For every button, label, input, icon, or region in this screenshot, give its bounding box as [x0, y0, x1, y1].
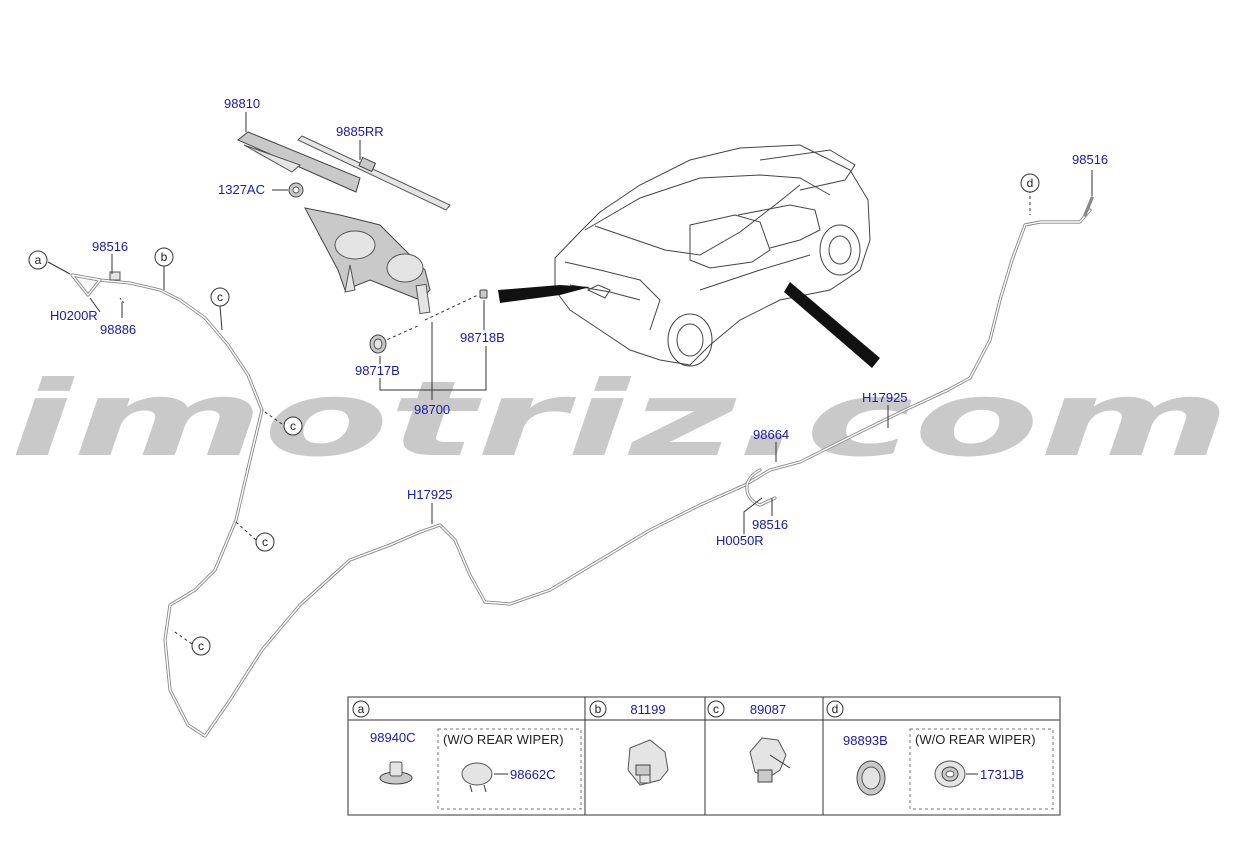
svg-text:c: c [198, 639, 204, 653]
legend-group-a: (W/O REAR WIPER) [443, 732, 564, 747]
wiper-blade [297, 135, 451, 211]
nut [288, 182, 304, 198]
clip-part-c [749, 737, 791, 783]
legend-part-98893B: 98893B [843, 733, 888, 748]
svg-text:a: a [358, 702, 365, 716]
label-nozzle-top: 98516 [1072, 152, 1108, 167]
label-nozzle-right: 98516 [752, 517, 788, 532]
cap-part [379, 761, 413, 785]
callout-c: c [191, 636, 211, 656]
callout-b: b [154, 247, 174, 267]
legend-group-d: (W/O REAR WIPER) [915, 732, 1036, 747]
svg-text:b: b [595, 702, 602, 716]
legend-part-98940C: 98940C [370, 730, 416, 745]
label-motor-cap: 98717B [355, 363, 400, 378]
label-wiper-blade: 9885RR [336, 124, 384, 139]
callout-a: a [28, 250, 48, 270]
label-hose-lower: H17925 [407, 487, 453, 502]
callout-c: c [255, 532, 275, 552]
svg-text:d: d [832, 702, 839, 716]
plug-part [934, 760, 966, 788]
svg-text:a: a [35, 253, 42, 267]
label-wiper-arm: 98810 [224, 96, 260, 111]
clip-part [627, 739, 669, 786]
label-connector-right: H0050R [716, 533, 764, 548]
callout-d: d [1020, 173, 1040, 193]
legend-col-a: a 98940C (W/O REAR WIPER) 98662C [352, 700, 582, 810]
label-hose-upper: H17925 [862, 390, 908, 405]
washer-hose [70, 196, 1094, 738]
label-nut: 1327AC [218, 182, 265, 197]
label-nozzle-left: 98516 [92, 239, 128, 254]
motor-cover [479, 289, 488, 299]
legend-col-b: b 81199 [589, 700, 669, 786]
svg-text:c: c [262, 535, 268, 549]
leader-lines [47, 112, 1093, 645]
label-tube-left: 98886 [100, 322, 136, 337]
vehicle-illustration [498, 144, 880, 368]
label-connector-left: H0200R [50, 308, 98, 323]
label-motor-cover: 98718B [460, 330, 505, 345]
callout-c: c [210, 287, 230, 307]
legend-table: a 98940C (W/O REAR WIPER) 98662C b 81199 [347, 696, 1061, 816]
legend-part-98662C: 98662C [510, 767, 556, 782]
callout-c: c [283, 416, 303, 436]
cap-part-alt [461, 762, 493, 793]
legend-col-c: c 89087 [707, 700, 791, 783]
svg-text:c: c [217, 290, 223, 304]
motor-cap [369, 334, 387, 354]
svg-text:c: c [290, 419, 296, 433]
grommet-part [856, 760, 886, 796]
legend-part-89087: 89087 [750, 702, 786, 717]
legend-col-d: d 98893B (W/O REAR WIPER) 1731JB [826, 700, 1054, 810]
watermark: imotriz.com [10, 358, 1230, 480]
wiper-arm [237, 131, 361, 193]
svg-text:c: c [713, 702, 719, 716]
label-motor-assy: 98700 [414, 402, 450, 417]
wiper-motor [304, 207, 479, 343]
svg-text:b: b [161, 250, 168, 264]
legend-part-81199: 81199 [630, 702, 665, 717]
svg-text:d: d [1027, 176, 1034, 190]
label-grommet: 98664 [753, 427, 789, 442]
legend-part-1731JB: 1731JB [980, 767, 1024, 782]
